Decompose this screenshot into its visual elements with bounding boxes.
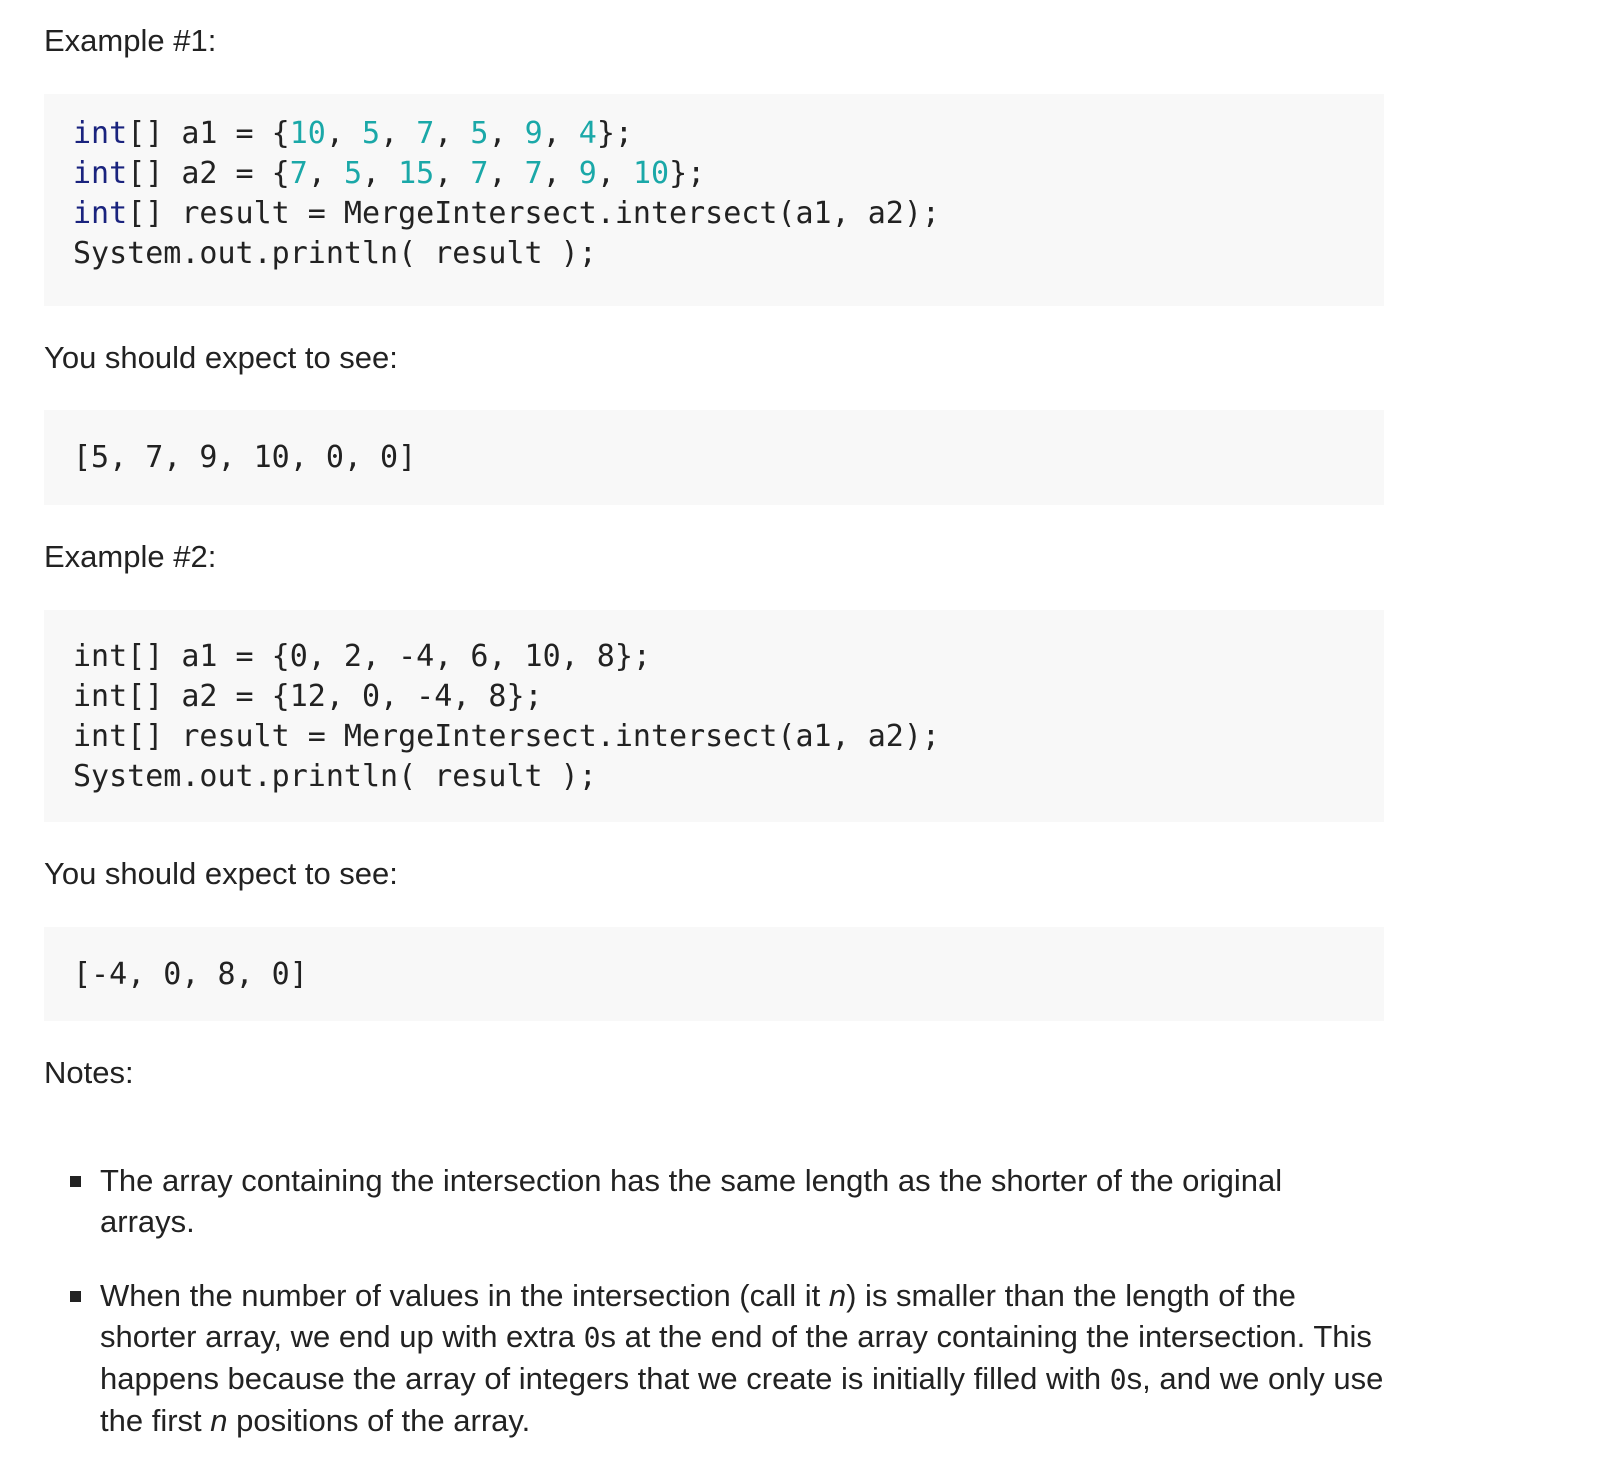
keyword: int	[73, 156, 128, 191]
example-1-output-block: [5, 7, 9, 10, 0, 0]	[44, 410, 1384, 505]
number-literal: 9	[578, 156, 597, 191]
number-literal: 5	[470, 116, 489, 151]
square-bullet-icon	[70, 1176, 81, 1187]
code-text: [] a2 = {	[127, 156, 290, 191]
code-text: };	[596, 116, 633, 151]
code-line: System.out.println( result );	[73, 236, 597, 271]
note-text: The array containing the intersection ha…	[100, 1163, 1283, 1239]
inline-code: 0	[1109, 1363, 1127, 1396]
number-literal: 15	[398, 156, 435, 191]
example-2-heading: Example #2:	[44, 539, 217, 574]
example-2-output-block: [-4, 0, 8, 0]	[44, 927, 1384, 1021]
note-text: s at the end of the array containing the…	[100, 1319, 1372, 1396]
code-line: System.out.println( result );	[73, 759, 597, 794]
note-text: ) is smaller than the length of the shor…	[100, 1278, 1296, 1354]
code-line: int[] result = MergeIntersect.intersect(…	[73, 719, 940, 754]
square-bullet-icon	[70, 1291, 81, 1302]
code-text: [] a1 = {	[127, 116, 290, 151]
list-item: The array containing the intersection ha…	[70, 1160, 1384, 1242]
inline-code: 0	[583, 1321, 601, 1354]
code-line: int[] a2 = {7, 5, 15, 7, 7, 9, 10};	[73, 156, 706, 191]
keyword: int	[73, 116, 128, 151]
example-1-heading: Example #1:	[44, 23, 217, 58]
number-literal: 10	[289, 116, 326, 151]
example-1-code-block: int[] a1 = {10, 5, 7, 5, 9, 4}; int[] a2…	[44, 94, 1384, 306]
code-text: [] result = MergeIntersect.intersect(a1,…	[127, 196, 940, 231]
notes-list: The array containing the intersection ha…	[70, 1160, 1384, 1474]
keyword: int	[73, 196, 128, 231]
example-2-expect-label: You should expect to see:	[44, 856, 398, 891]
number-literal: 9	[524, 116, 543, 151]
output-line: [5, 7, 9, 10, 0, 0]	[73, 440, 417, 475]
variable-n: n	[210, 1403, 228, 1438]
example-2-code-block: int[] a1 = {0, 2, -4, 6, 10, 8}; int[] a…	[44, 610, 1384, 822]
code-line: int[] a1 = {0, 2, -4, 6, 10, 8};	[73, 639, 651, 674]
note-text: s, and we only use the first	[100, 1361, 1384, 1438]
code-line: int[] a1 = {10, 5, 7, 5, 9, 4};	[73, 116, 633, 151]
number-literal: 10	[632, 156, 670, 191]
number-literal: 7	[470, 156, 489, 191]
list-item: When the number of values in the interse…	[70, 1275, 1384, 1441]
code-text: };	[669, 156, 706, 191]
output-line: [-4, 0, 8, 0]	[73, 957, 308, 992]
variable-n: n	[828, 1278, 847, 1313]
note-text: When the number of values in the interse…	[100, 1278, 829, 1313]
number-literal: 7	[416, 116, 435, 151]
note-text: positions of the array.	[227, 1403, 531, 1438]
number-literal: 4	[578, 116, 597, 151]
code-line: int[] a2 = {12, 0, -4, 8};	[73, 679, 543, 714]
number-literal: 5	[343, 156, 362, 191]
notes-heading: Notes:	[44, 1055, 134, 1090]
number-literal: 5	[362, 116, 381, 151]
code-line: int[] result = MergeIntersect.intersect(…	[73, 194, 1384, 234]
number-literal: 7	[524, 156, 543, 191]
example-1-expect-label: You should expect to see:	[44, 340, 398, 375]
number-literal: 7	[289, 156, 308, 191]
